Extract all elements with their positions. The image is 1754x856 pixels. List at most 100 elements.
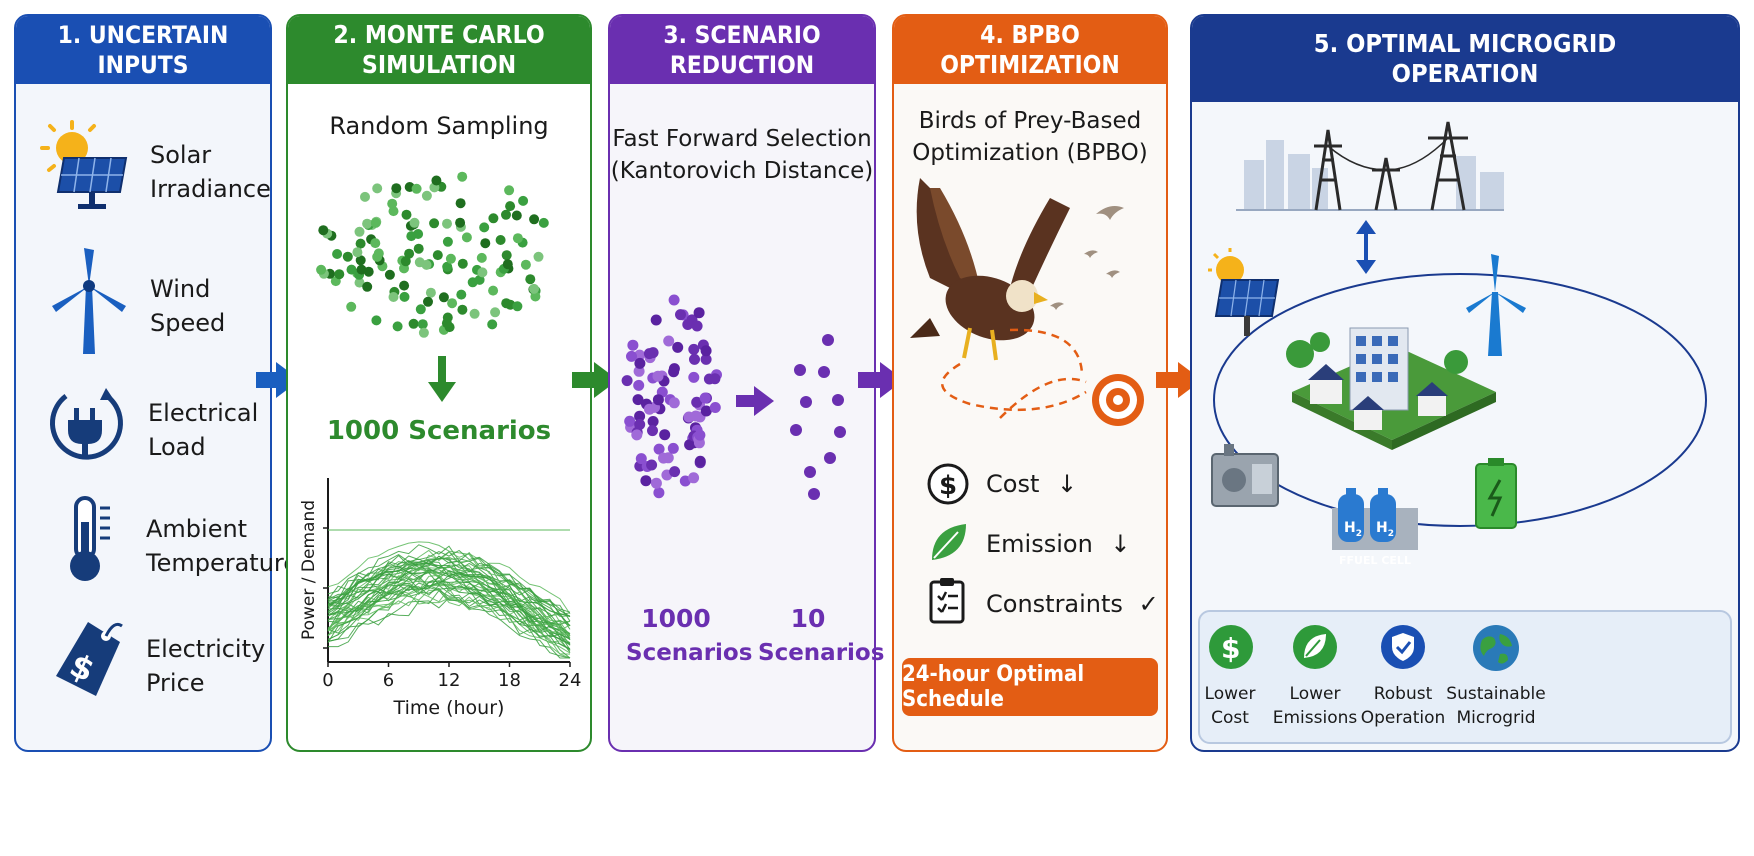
sample-dot <box>477 267 488 278</box>
sample-dot <box>538 217 549 228</box>
flow-arrow-3 <box>858 362 904 398</box>
dollar-icon: $ <box>926 462 970 506</box>
reduce-arrow-icon <box>736 386 774 416</box>
scenario-dot <box>688 343 700 355</box>
objective-label: Cost <box>986 470 1040 498</box>
scenario-dot <box>691 320 703 332</box>
sample-dot <box>360 191 370 202</box>
sample-dot <box>346 301 357 312</box>
sample-dot <box>512 233 523 244</box>
scenario-dot <box>640 475 652 487</box>
reduced-scenario-dot <box>818 366 830 378</box>
sample-dot <box>414 257 425 268</box>
flow-arrow-4 <box>1156 362 1202 398</box>
sample-dot <box>504 185 515 196</box>
input-label-price: Electricity Price <box>146 635 266 697</box>
panel-title: 2. MONTE CARLO SIMULATION <box>288 16 590 84</box>
svg-text:$: $ <box>939 471 957 501</box>
x-tick-label: 24 <box>559 670 582 691</box>
scenario-dot <box>644 403 655 415</box>
y-axis-label: Power / Demand <box>299 500 319 640</box>
bpbo-title-line1: Birds of Prey-Based <box>918 108 1142 134</box>
objective-label: Constraints <box>986 590 1123 618</box>
globe-icon <box>1472 624 1520 672</box>
objective-mark: ↓ <box>1057 470 1078 498</box>
scenario-dot <box>621 375 633 387</box>
scenario-dot <box>624 415 636 427</box>
scenario-dot <box>633 365 645 377</box>
plug-icon <box>44 382 128 466</box>
scenario-dot <box>667 442 679 454</box>
sample-dot <box>455 217 466 228</box>
leaf-icon <box>926 520 970 564</box>
h2-tank-label-2: H2 <box>1376 520 1394 539</box>
h2-letter: H <box>1376 520 1388 536</box>
scenario-trace <box>327 572 571 640</box>
scenario-dot <box>643 348 655 360</box>
scenario-trace <box>327 573 571 643</box>
input-label-wind: Wind Speed <box>150 275 226 337</box>
scenario-dot <box>709 402 721 413</box>
svg-text:$: $ <box>1221 632 1240 665</box>
input-label-solar: Solar Irradiance <box>150 141 271 203</box>
reduced-scenario-dot <box>832 394 844 406</box>
sample-dot <box>354 226 365 237</box>
scenario-trace <box>327 574 571 636</box>
sample-dot <box>387 198 398 209</box>
panel-title: 5. OPTIMAL MICROGRID OPERATION <box>1192 16 1738 102</box>
sample-dot <box>388 206 399 217</box>
reduced-scenario-points <box>790 334 846 500</box>
scenario-trace <box>327 549 571 627</box>
sample-dot <box>432 250 443 261</box>
scenario-dot <box>699 392 711 404</box>
optimal-schedule-button[interactable]: 24-hour Optimal Schedule <box>902 658 1158 716</box>
scenario-trace <box>327 584 571 653</box>
sample-dot <box>455 198 466 209</box>
sample-dot <box>371 315 382 326</box>
down-arrow-icon <box>428 356 456 402</box>
scenario-dot <box>658 452 669 464</box>
sample-dot <box>530 291 541 302</box>
x-tick-label: 0 <box>322 670 333 691</box>
sample-dot <box>490 307 501 318</box>
shield-icon <box>1380 624 1426 670</box>
sample-dot <box>457 258 468 269</box>
sample-dot <box>363 266 374 277</box>
random-sampling-label: Random Sampling <box>329 112 549 140</box>
scenario-dot <box>659 429 671 441</box>
scenario-trace <box>327 568 571 659</box>
scenario-dot <box>693 307 705 319</box>
scenario-trace <box>327 554 571 639</box>
fuel-cell-label: FFUEL CELL <box>1339 554 1411 567</box>
scenario-trace <box>327 569 571 640</box>
sample-dot <box>318 225 329 236</box>
sample-dot <box>408 318 419 329</box>
green-sample-cloud <box>316 171 549 338</box>
dollar-badge-icon: $ <box>1208 624 1254 670</box>
scenario-dot <box>653 443 665 455</box>
sample-dot <box>431 175 442 186</box>
scenario-dot <box>626 350 637 362</box>
panel-bpbo-optimization: 4. BPBO OPTIMIZATION <box>892 14 1168 752</box>
thermometer-icon <box>62 494 122 586</box>
reduced-scenario-dot <box>824 452 836 464</box>
h2-subscript: 2 <box>1387 528 1394 539</box>
sample-dot <box>372 251 383 262</box>
sample-dot <box>401 209 412 220</box>
sample-dot <box>392 321 403 332</box>
sample-dot <box>467 277 478 288</box>
bpbo-title-line2: Optimization (BPBO) <box>912 140 1148 166</box>
objective-mark: ↓ <box>1110 530 1131 558</box>
scenario-dot <box>650 477 662 489</box>
scenario-dot <box>679 475 691 487</box>
flow-arrow-2 <box>572 362 618 398</box>
clipboard-icon <box>928 576 968 626</box>
panel-title: 4. BPBO OPTIMIZATION <box>894 16 1166 84</box>
reduced-scenario-dot <box>790 424 802 436</box>
sample-dot <box>438 292 449 303</box>
sample-dot <box>400 256 411 267</box>
sample-dot <box>457 304 468 315</box>
sample-dot <box>520 259 531 270</box>
sample-dot <box>533 251 544 262</box>
